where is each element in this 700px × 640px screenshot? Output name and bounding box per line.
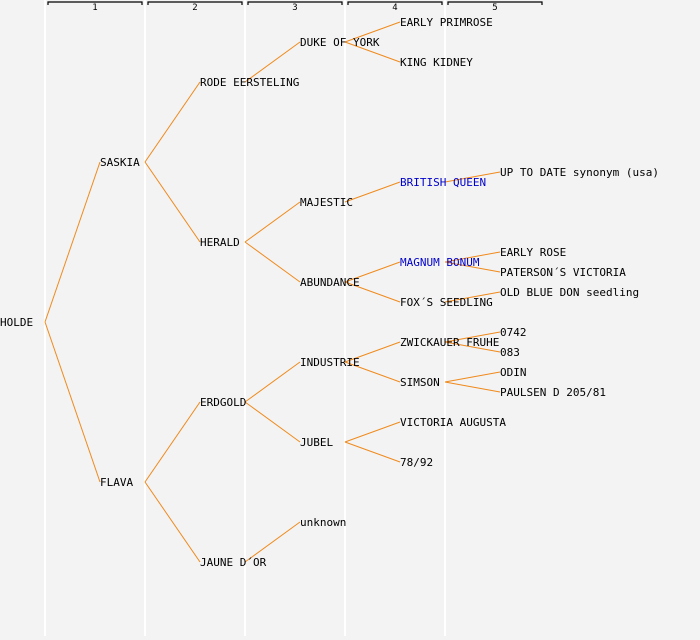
edge-zwickauer-fruhe-083 <box>444 341 501 353</box>
node-simson[interactable]: SIMSON <box>400 376 440 389</box>
node-king-kidney[interactable]: KING KIDNEY <box>400 56 473 69</box>
node-patersons-victoria[interactable]: PATERSON´S VICTORIA <box>500 266 626 279</box>
node-083[interactable]: 083 <box>500 346 520 359</box>
edge-zwickauer-fruhe-0742 <box>444 331 501 343</box>
generation-bracket <box>147 1 243 5</box>
node-0742[interactable]: 0742 <box>500 326 527 339</box>
node-holde[interactable]: HOLDE <box>0 316 33 329</box>
generation-header-2: 2 <box>192 3 197 13</box>
generation-bracket <box>347 1 443 5</box>
edge-industrie-zwickauer-fruhe <box>344 341 401 363</box>
edge-majestic-british-queen <box>344 181 401 203</box>
edge-simson-odin <box>444 371 501 383</box>
edge-herald-majestic <box>244 201 301 243</box>
node-foxs-seedling[interactable]: FOX´S SEEDLING <box>400 296 493 309</box>
node-saskia[interactable]: SASKIA <box>100 156 140 169</box>
generation-header-3: 3 <box>292 3 297 13</box>
node-rode-eersteling[interactable]: RODE EERSTELING <box>200 76 299 89</box>
edge-erdgold-jubel <box>244 401 301 443</box>
node-abundance[interactable]: ABUNDANCE <box>300 276 360 289</box>
generation-bracket <box>247 1 343 5</box>
node-zwickauer-fruhe[interactable]: ZWICKAUER FRUHE <box>400 336 499 349</box>
node-majestic[interactable]: MAJESTIC <box>300 196 353 209</box>
generation-bracket <box>447 1 543 5</box>
pedigree-edges <box>44 21 501 563</box>
node-jaune-dor[interactable]: JAUNE D´OR <box>200 556 267 569</box>
node-early-primrose[interactable]: EARLY PRIMROSE <box>400 16 493 29</box>
generation-bracket <box>47 1 143 5</box>
edge-flava-erdgold <box>144 401 201 483</box>
edge-jubel-victoria-augusta <box>344 421 401 443</box>
generation-separators <box>44 0 446 636</box>
edge-magnum-bonum-patersons-victoria <box>444 261 501 273</box>
node-up-to-date[interactable]: UP TO DATE synonym (usa) <box>500 166 659 179</box>
edge-magnum-bonum-early-rose <box>444 251 501 263</box>
edge-abundance-magnum-bonum <box>344 261 401 283</box>
edge-industrie-simson <box>344 361 401 383</box>
generation-header-1: 1 <box>92 3 97 13</box>
node-magnum-bonum[interactable]: MAGNUM BONUM <box>400 256 480 269</box>
node-british-queen[interactable]: BRITISH QUEEN <box>400 176 486 189</box>
node-jubel[interactable]: JUBEL <box>300 436 333 449</box>
generation-headers: 1 2 3 4 5 <box>47 1 543 13</box>
edge-saskia-herald <box>144 161 201 243</box>
pedigree-labels: HOLDE SASKIA FLAVA RODE EERSTELING HERALD ERD… <box>0 16 659 569</box>
edge-holde-saskia <box>44 161 101 323</box>
edge-holde-flava <box>44 321 101 483</box>
node-industrie[interactable]: INDUSTRIE <box>300 356 360 369</box>
node-flava[interactable]: FLAVA <box>100 476 133 489</box>
node-duke-of-york[interactable]: DUKE OF YORK <box>300 36 380 49</box>
edge-abundance-foxs-seedling <box>344 281 401 303</box>
node-victoria-augusta[interactable]: VICTORIA AUGUSTA <box>400 416 506 429</box>
edge-british-queen-up-to-date <box>444 171 501 183</box>
generation-header-4: 4 <box>392 3 397 13</box>
node-paulsen[interactable]: PAULSEN D 205/81 <box>500 386 606 399</box>
generation-header-5: 5 <box>492 3 497 13</box>
edge-jaune-dor-unknown <box>244 521 301 563</box>
node-odin[interactable]: ODIN <box>500 366 527 379</box>
edge-rode-eersteling-duke-of-york <box>244 41 301 83</box>
edge-simson-paulsen <box>444 381 501 393</box>
edge-foxs-seedling-old-blue-don <box>444 291 501 303</box>
edge-jubel-78-92 <box>344 441 401 463</box>
node-erdgold[interactable]: ERDGOLD <box>200 396 246 409</box>
edge-duke-of-york-king-kidney <box>344 41 401 63</box>
node-unknown[interactable]: unknown <box>300 516 346 529</box>
edge-saskia-rode-eersteling <box>144 81 201 163</box>
node-early-rose[interactable]: EARLY ROSE <box>500 246 566 259</box>
node-herald[interactable]: HERALD <box>200 236 240 249</box>
edge-flava-jaune-dor <box>144 481 201 563</box>
edge-herald-abundance <box>244 241 301 283</box>
node-old-blue-don[interactable]: OLD BLUE DON seedling <box>500 286 639 299</box>
edge-duke-of-york-early-primrose <box>344 21 401 43</box>
node-78-92[interactable]: 78/92 <box>400 456 433 469</box>
edge-erdgold-industrie <box>244 361 301 403</box>
